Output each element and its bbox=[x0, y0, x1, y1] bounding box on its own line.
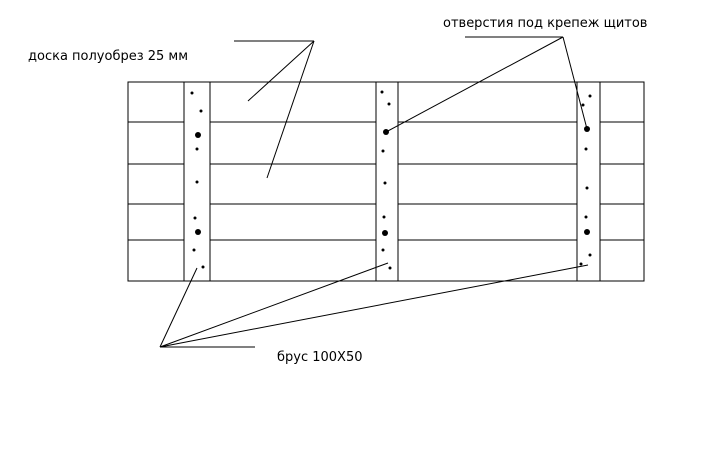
hole bbox=[199, 109, 203, 113]
hole bbox=[195, 229, 201, 235]
board-seams bbox=[128, 121, 644, 241]
label-holes: отверстия под крепеж щитов bbox=[443, 16, 647, 31]
hole bbox=[380, 90, 384, 94]
hole bbox=[588, 94, 592, 98]
beam-middle bbox=[375, 81, 399, 282]
hole bbox=[579, 262, 583, 266]
hole bbox=[584, 147, 588, 151]
hole bbox=[387, 102, 391, 106]
hole bbox=[193, 216, 197, 220]
hole bbox=[201, 265, 205, 269]
hole bbox=[584, 229, 590, 235]
leader-holes bbox=[385, 36, 588, 133]
hole bbox=[195, 147, 199, 151]
holes-right-beam bbox=[579, 94, 592, 266]
hole bbox=[383, 181, 387, 185]
hole bbox=[585, 186, 589, 190]
hole bbox=[584, 215, 588, 219]
hole bbox=[192, 248, 196, 252]
label-board: доска полуобрез 25 мм bbox=[28, 49, 188, 64]
hole bbox=[382, 230, 388, 236]
hole bbox=[388, 266, 392, 270]
hole bbox=[381, 149, 385, 153]
hole bbox=[381, 248, 385, 252]
hole bbox=[190, 91, 194, 95]
leader-board bbox=[234, 40, 315, 179]
hole bbox=[195, 132, 201, 138]
leader-beam bbox=[159, 262, 589, 348]
label-beam: брус 100X50 bbox=[277, 350, 363, 365]
hole bbox=[195, 180, 199, 184]
hole bbox=[588, 253, 592, 257]
beam-right bbox=[576, 81, 601, 282]
hole bbox=[382, 215, 386, 219]
holes-left-beam bbox=[190, 91, 205, 269]
hole bbox=[581, 103, 585, 107]
